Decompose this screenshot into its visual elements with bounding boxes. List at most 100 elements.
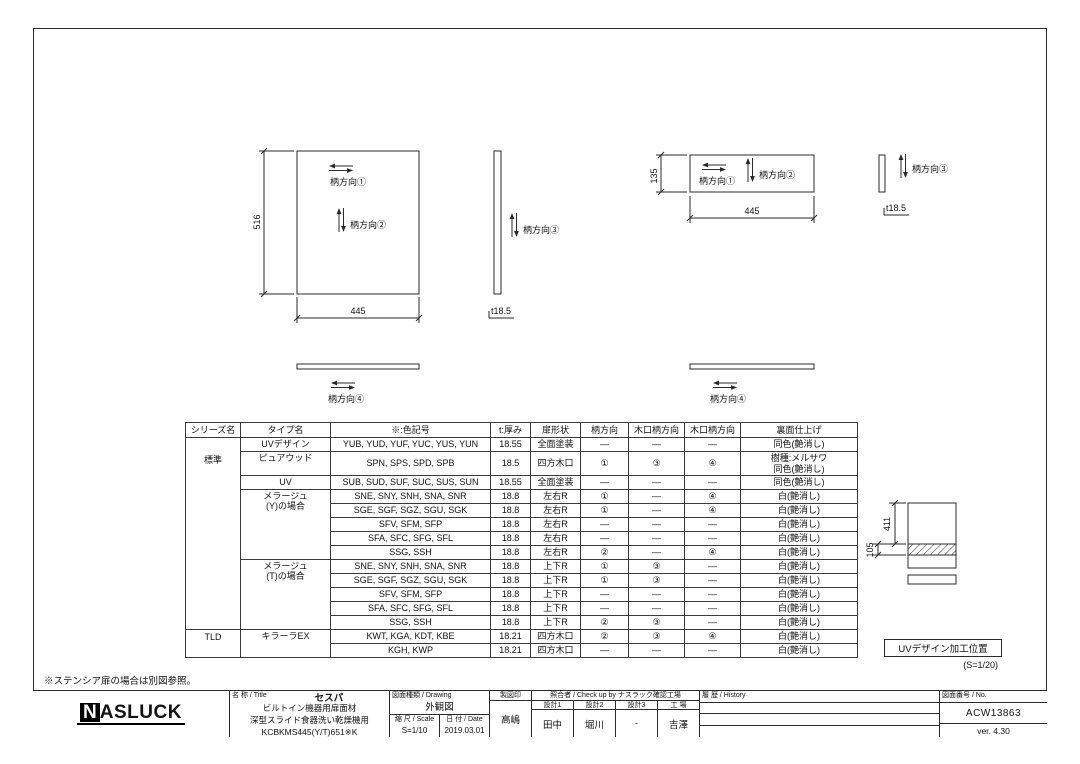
table-row: ピュアウッド SPN, SPS, SPD, SPB 18.5 四方木口 ① ③ … bbox=[186, 451, 858, 476]
check-name: 田中 bbox=[542, 719, 562, 731]
cell: 18.8 bbox=[490, 573, 531, 588]
side-view-panel-2 bbox=[878, 154, 886, 193]
uv-processed-band bbox=[907, 543, 957, 556]
table-row: SFV, SFM, SFP 18.8 上下R — — — 白(艶消し) bbox=[186, 587, 858, 602]
cell: 白(艶消し) bbox=[740, 587, 858, 602]
edge-view-panel-2 bbox=[689, 363, 815, 370]
uv-position-label: UVデザイン加工位置 bbox=[884, 639, 1002, 657]
cell: 全面塗装 bbox=[530, 437, 581, 452]
cell: ② bbox=[580, 615, 629, 630]
cell: 白(艶消し) bbox=[740, 601, 858, 616]
cell: — bbox=[628, 601, 685, 616]
cell: SNE, SNY, SNH, SNA, SNR bbox=[330, 489, 491, 504]
series-cell: TLD bbox=[185, 629, 241, 658]
check-header: 照合者 / Check up by ナスラック確認工場 bbox=[532, 691, 699, 701]
cell: — bbox=[580, 587, 629, 602]
cell: 白(艶消し) bbox=[740, 531, 858, 546]
cell: 上下R bbox=[530, 559, 581, 574]
check-column: 設計1 田中 bbox=[532, 701, 573, 737]
logo-text: ASLUCK bbox=[99, 701, 182, 723]
title-line: KCBKMS445(Y/T)651※K bbox=[261, 727, 358, 737]
cell: — bbox=[628, 489, 685, 504]
pattern-dir-3-label: 柄方向③ bbox=[523, 224, 559, 235]
drawing-version: ver. 4.30 bbox=[940, 723, 1047, 737]
table-row: SFV, SFM, SFP 18.8 左右R — — — 白(艶消し) bbox=[186, 517, 858, 532]
thickness-label: t18.5 bbox=[491, 306, 511, 316]
cell: ④ bbox=[684, 489, 741, 504]
cell: 18.55 bbox=[490, 475, 531, 490]
cell: 18.8 bbox=[490, 587, 531, 602]
drawing-type-cell: 図面種類 / Drawing 外観図 縮 尺 / Scale S=1/10 日 … bbox=[389, 691, 489, 737]
front-view-panel-2 bbox=[689, 154, 815, 193]
cell: 18.8 bbox=[490, 601, 531, 616]
cell: ③ bbox=[628, 573, 685, 588]
cell: 18.8 bbox=[490, 503, 531, 518]
side-view-panel bbox=[493, 150, 502, 295]
cell: 18.8 bbox=[490, 615, 531, 630]
title-line: ビルトイン機器用扉面材 bbox=[262, 703, 357, 713]
table-row: KGH, KWP 18.21 四方木口 — — — 白(艶消し) bbox=[186, 643, 858, 658]
cell: ③ bbox=[628, 615, 685, 630]
cell: 白(艶消し) bbox=[740, 559, 858, 574]
col-header: t:厚み bbox=[490, 422, 531, 438]
history-row bbox=[700, 725, 939, 737]
cell: 白(艶消し) bbox=[740, 615, 858, 630]
drafter-cell: 製図印 高嶋 bbox=[489, 691, 531, 737]
cell: ① bbox=[580, 503, 629, 518]
title-cell: 名 称 / Title セスパ ビルトイン機器用扉面材 深型スライド食器洗い乾燥… bbox=[229, 691, 389, 737]
check-cell: 照合者 / Check up by ナスラック確認工場 設計1 田中 設計2 堀… bbox=[531, 691, 699, 737]
cell: 18.8 bbox=[490, 559, 531, 574]
cell: 全面塗装 bbox=[530, 475, 581, 490]
pattern-dir-4-label-2: 柄方向④ bbox=[710, 393, 746, 404]
cell: — bbox=[684, 587, 741, 602]
cell: 上下R bbox=[530, 615, 581, 630]
cell: SPN, SPS, SPD, SPB bbox=[330, 451, 491, 476]
uv-position-panel bbox=[907, 502, 957, 569]
col-header: 木口柄方向 bbox=[628, 422, 685, 438]
cell: 上下R bbox=[530, 573, 581, 588]
dim-135: 135 bbox=[649, 168, 659, 183]
cell: — bbox=[580, 517, 629, 532]
product-name: セスパ bbox=[314, 692, 344, 704]
table-row: SGE, SGF, SGZ, SGU, SGK 18.8 上下R ① ③ — 白… bbox=[186, 573, 858, 588]
cell: — bbox=[684, 437, 741, 452]
pattern-dir-3-label-2: 柄方向③ bbox=[912, 163, 948, 174]
cell: 同色(艶消し) bbox=[740, 437, 858, 452]
type-cell: メラージュ (Y)の場合 bbox=[240, 489, 331, 560]
drawing-type-value: 外観図 bbox=[425, 701, 454, 713]
cell: 18.21 bbox=[490, 629, 531, 644]
check-column: 工 場 吉澤 bbox=[657, 701, 699, 737]
cell: 樹種:メルサワ 同色(艶消し) bbox=[740, 451, 858, 476]
cell: — bbox=[684, 615, 741, 630]
cell: 四方木口 bbox=[530, 643, 581, 658]
table-row: メラージュ (Y)の場合 SNE, SNY, SNH, SNA, SNR 18.… bbox=[186, 489, 858, 560]
uv-position-edge bbox=[907, 574, 957, 585]
col-header: タイプ名 bbox=[240, 422, 331, 438]
cell: 18.21 bbox=[490, 643, 531, 658]
stencia-footnote: ※ステンシア扉の場合は別図参照。 bbox=[44, 676, 197, 687]
cell: — bbox=[684, 573, 741, 588]
cell: 四方木口 bbox=[530, 629, 581, 644]
pattern-arrow-horizontal-icon bbox=[328, 163, 354, 174]
cell: 上下R bbox=[530, 601, 581, 616]
cell: 同色(艶消し) bbox=[740, 475, 858, 490]
cell: — bbox=[628, 475, 685, 490]
table-row: TLD キラーラEX KWT, KGA, KDT, KBE 18.21 四方木口… bbox=[185, 629, 858, 658]
drawing-number-cell: 図面番号 / No. ACW13863 ver. 4.30 bbox=[939, 691, 1047, 737]
type-cell: ピュアウッド bbox=[240, 451, 331, 476]
pattern-dir-2-label: 柄方向② bbox=[350, 219, 386, 230]
pattern-arrow-vertical-icon bbox=[898, 153, 909, 179]
front-view-panel bbox=[296, 150, 420, 295]
cell: ① bbox=[580, 559, 629, 574]
cell: — bbox=[580, 475, 629, 490]
scale-cell: 縮 尺 / Scale S=1/10 bbox=[390, 715, 439, 737]
cell: 18.8 bbox=[490, 545, 531, 560]
cell: SGE, SGF, SGZ, SGU, SGK bbox=[330, 503, 491, 518]
history-header: 履 歴 / History bbox=[702, 692, 746, 699]
check-sub-header: 工 場 bbox=[658, 701, 699, 710]
drafter-name: 高嶋 bbox=[500, 715, 520, 726]
drawing-type-header: 図面種類 / Drawing bbox=[392, 692, 452, 699]
cell: ① bbox=[580, 573, 629, 588]
cell: — bbox=[684, 643, 741, 658]
